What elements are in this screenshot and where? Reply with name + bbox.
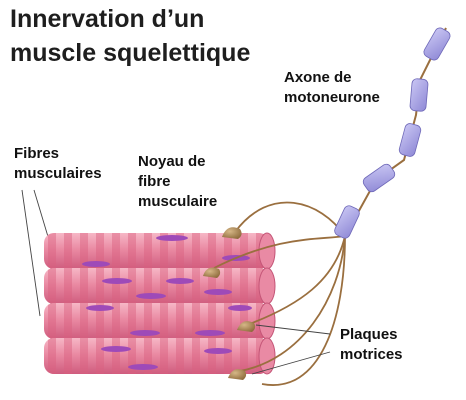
motor-plate	[237, 321, 256, 332]
nucleus	[101, 346, 131, 352]
axon-branches	[213, 201, 346, 386]
motor-plate	[222, 227, 242, 239]
label-motor-plates: Plaques motrices	[340, 325, 403, 365]
motor-plate	[228, 369, 247, 380]
nucleus	[156, 235, 188, 241]
muscle-fiber-3	[44, 302, 276, 340]
myelin-sheath	[409, 78, 429, 112]
myelin-sheath	[423, 27, 451, 61]
title-line-2: muscle squelettique	[10, 39, 251, 67]
myelin-sheath	[362, 163, 396, 193]
nucleus	[82, 261, 110, 267]
label-fibers-line-2: musculaires	[14, 165, 102, 182]
label-plates-line-1: Plaques	[340, 326, 398, 343]
diagram-title: Innervation d’un muscle squelettique	[10, 2, 250, 70]
label-nucleus-line-2: fibre	[138, 173, 171, 190]
muscle-fiber-4	[44, 337, 276, 375]
nucleus	[204, 289, 232, 295]
motor-plate	[203, 267, 221, 278]
nucleus	[102, 278, 132, 284]
nucleus	[166, 278, 194, 284]
nucleus	[128, 364, 158, 370]
label-fibers: Fibres musculaires	[14, 144, 102, 184]
nucleus	[195, 330, 225, 336]
nucleus	[228, 305, 252, 311]
label-axon-line-1: Axone de	[284, 69, 352, 86]
motor-end-plates	[203, 227, 256, 380]
motor-neuron-axon	[334, 27, 451, 239]
nucleus	[86, 305, 114, 311]
plates-leader-lines	[251, 324, 331, 375]
label-fibers-line-1: Fibres	[14, 145, 60, 162]
nucleus	[136, 293, 166, 299]
label-axon: Axone de motoneurone	[284, 68, 380, 108]
title-line-1: Innervation d’un	[10, 5, 205, 33]
myelin-sheath	[334, 205, 360, 239]
nucleus	[204, 348, 232, 354]
label-nucleus-line-1: Noyau de	[138, 153, 206, 170]
muscle-fiber-1	[44, 232, 276, 270]
label-nucleus-line-3: musculaire	[138, 193, 218, 210]
nucleus	[130, 330, 160, 336]
myelin-sheath	[398, 123, 422, 157]
label-plates-line-2: motrices	[340, 346, 403, 363]
label-axon-line-2: motoneurone	[284, 89, 380, 106]
label-nucleus: Noyau de fibre musculaire	[138, 152, 217, 212]
